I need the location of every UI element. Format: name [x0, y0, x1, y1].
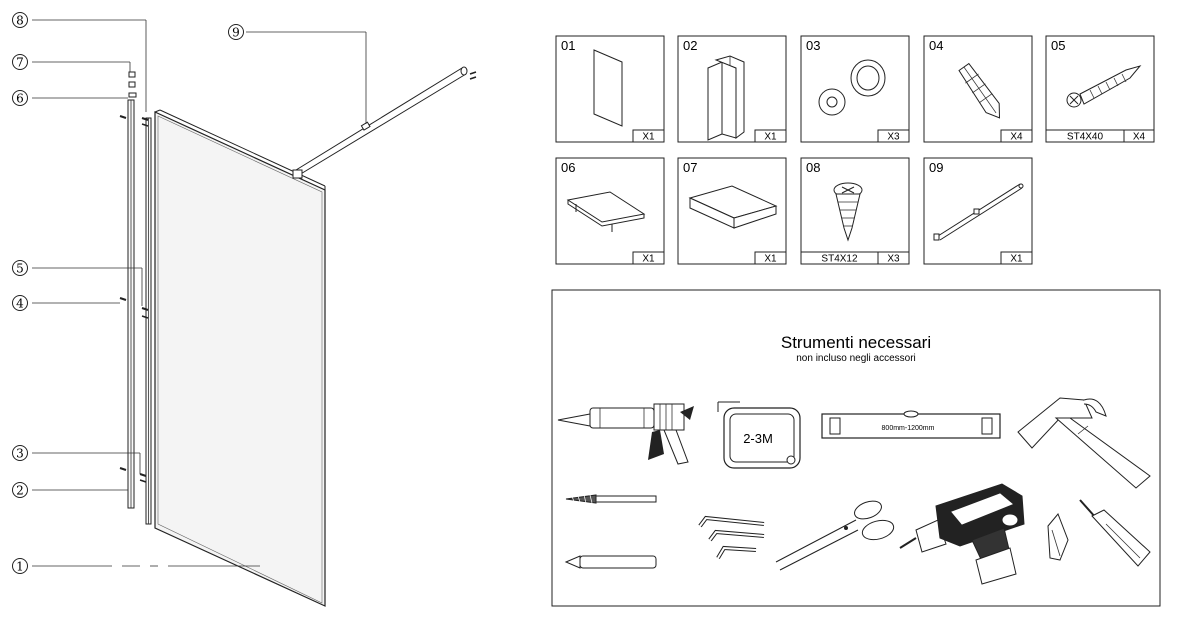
spirit-level-icon: 800mm-1200mm — [821, 410, 1001, 439]
cover-caps-icon — [818, 59, 886, 116]
svg-text:2-3M: 2-3M — [743, 431, 773, 446]
scissors-icon — [775, 500, 895, 571]
svg-text:01: 01 — [561, 38, 575, 53]
u-profile-icon — [707, 55, 745, 141]
callout-8: 8 — [12, 12, 28, 28]
screw-long-icon — [1066, 65, 1142, 108]
pencil-icon — [564, 555, 657, 569]
svg-text:02: 02 — [683, 38, 697, 53]
glass-panel — [154, 111, 326, 607]
part-03: 03 X3 — [800, 35, 910, 143]
callout-1: 1 — [12, 558, 28, 574]
svg-text:X1: X1 — [642, 132, 655, 143]
part-07: 07 X1 — [677, 157, 787, 265]
svg-text:6: 6 — [16, 92, 24, 106]
part-09: 09 X1 — [923, 157, 1033, 265]
part-01: 01 X1 — [555, 35, 665, 143]
svg-text:ST4X12: ST4X12 — [821, 254, 858, 265]
glass-sheet-icon — [593, 49, 623, 127]
caulking-gun-icon — [557, 403, 694, 465]
tape-measure-icon: 2-3M — [717, 401, 801, 469]
svg-text:ST4X40: ST4X40 — [1067, 132, 1104, 143]
svg-text:06: 06 — [561, 160, 575, 175]
svg-text:X3: X3 — [887, 254, 900, 265]
drill-bit-icon — [565, 494, 657, 504]
tools-panel: Strumenti necessari non incluso negli ac… — [551, 289, 1161, 607]
svg-text:09: 09 — [929, 160, 943, 175]
svg-text:X1: X1 — [764, 254, 777, 265]
svg-text:04: 04 — [929, 38, 943, 53]
svg-text:8: 8 — [16, 14, 24, 28]
svg-text:X4: X4 — [1010, 132, 1023, 143]
svg-text:08: 08 — [806, 160, 820, 175]
end-cap-icon — [688, 185, 778, 229]
part-04: 04 X4 — [923, 35, 1033, 143]
tools-title: Strumenti necessari — [781, 333, 931, 352]
callout-3: 3 — [12, 445, 28, 461]
svg-text:X3: X3 — [887, 132, 900, 143]
part-02: 02 X1 — [677, 35, 787, 143]
svg-text:X1: X1 — [764, 132, 777, 143]
svg-text:2: 2 — [16, 484, 24, 498]
svg-text:1: 1 — [16, 560, 24, 574]
svg-text:03: 03 — [806, 38, 820, 53]
screwdriver-icon — [1047, 499, 1151, 567]
screw-short-icon — [833, 182, 863, 242]
svg-text:05: 05 — [1051, 38, 1065, 53]
svg-text:7: 7 — [16, 56, 24, 70]
svg-text:3: 3 — [16, 447, 24, 461]
svg-text:5: 5 — [16, 262, 24, 276]
exploded-assembly: 8 7 6 5 4 3 2 1 9 — [12, 12, 477, 607]
part-05: 05 ST4X40 X4 — [1045, 35, 1155, 143]
callout-6: 6 — [12, 90, 28, 106]
part-06: 06 X1 — [555, 157, 665, 265]
svg-text:4: 4 — [16, 297, 24, 311]
cordless-drill-icon — [899, 483, 1025, 585]
callout-4: 4 — [12, 295, 28, 311]
tools-subtitle: non incluso negli accessori — [796, 353, 916, 364]
svg-text:800mm-1200mm: 800mm-1200mm — [882, 425, 935, 432]
hammer-icon — [1017, 397, 1151, 489]
hex-keys-icon — [698, 515, 765, 560]
wall-plug-icon — [958, 62, 1001, 119]
part-08: 08 ST4X12 X3 — [800, 157, 910, 265]
callout-7: 7 — [12, 54, 28, 70]
callout-2: 2 — [12, 482, 28, 498]
leader-lines — [32, 19, 367, 567]
svg-text:X1: X1 — [642, 254, 655, 265]
svg-text:9: 9 — [232, 26, 240, 40]
callout-9: 9 — [228, 24, 244, 40]
svg-text:07: 07 — [683, 160, 697, 175]
wall-screws — [119, 115, 149, 483]
svg-text:X4: X4 — [1133, 132, 1146, 143]
top-bracket-icon — [566, 191, 646, 232]
parts-grid: 01 X1 02 X1 03 — [555, 35, 1155, 265]
callout-5: 5 — [12, 260, 28, 276]
stabilizer-bar-icon — [933, 183, 1024, 241]
wall-profile — [127, 71, 152, 525]
stabilizer-bar — [292, 66, 477, 179]
svg-text:X1: X1 — [1010, 254, 1023, 265]
